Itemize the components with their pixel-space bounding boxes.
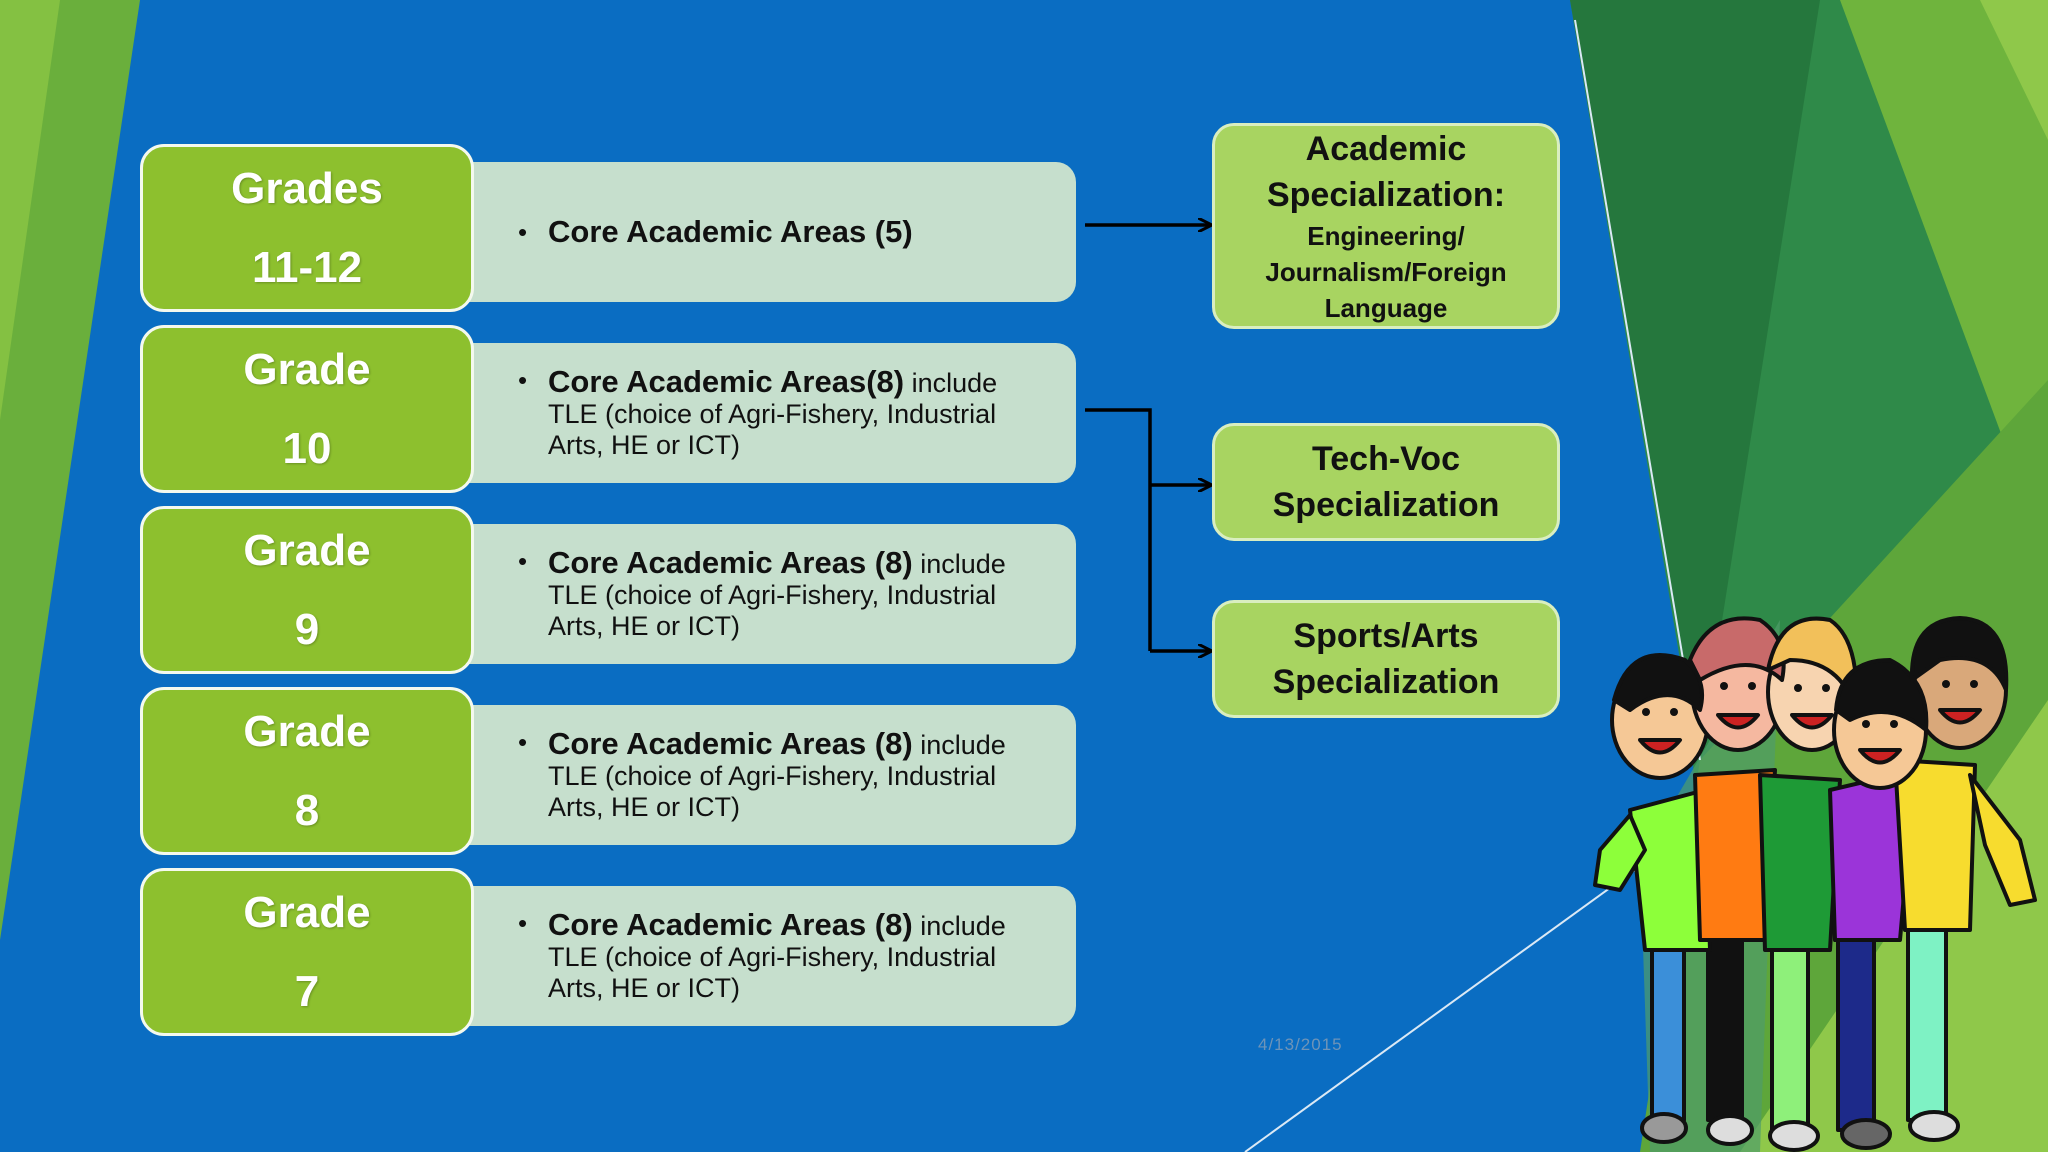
bullet-icon: •	[518, 365, 528, 395]
grade-number: 11-12	[251, 243, 363, 292]
sports-arts-specialization-box: Sports/Arts Specialization	[1212, 600, 1560, 718]
academic-sub-line2: Journalism/Foreign	[1265, 257, 1507, 287]
grade-number: 7	[294, 967, 320, 1016]
techvoc-line2: Specialization	[1272, 486, 1500, 524]
grade-8-description: • Core Academic Areas (8) include TLE (c…	[460, 705, 1076, 845]
description-bold: Core Academic Areas (8)	[548, 725, 913, 761]
description-text: Core Academic Areas(8) include TLE (choi…	[548, 366, 1036, 461]
group-of-cartoon-kids-icon	[1593, 616, 2037, 1152]
description-bold: Core Academic Areas (5)	[548, 213, 913, 249]
bullet-icon: •	[518, 727, 528, 757]
description-text: Core Academic Areas (8) include TLE (cho…	[548, 547, 1036, 642]
grade-10-box: Grade 10	[140, 325, 474, 493]
grades-11-12-box: Grades 11-12	[140, 144, 474, 312]
grade-label: Grade	[243, 707, 371, 756]
slide-date: 4/13/2015	[1258, 1035, 1343, 1054]
techvoc-line1: Tech-Voc	[1312, 440, 1460, 478]
description-bold: Core Academic Areas (8)	[548, 544, 913, 580]
grade-number: 8	[294, 786, 320, 835]
grade-9-description: • Core Academic Areas (8) include TLE (c…	[460, 524, 1076, 664]
grade-label: Grades	[231, 164, 383, 213]
description-bold: Core Academic Areas(8)	[548, 363, 905, 399]
description-rest: include TLE (choice of Agri-Fishery, Ind…	[548, 729, 1006, 822]
academic-specialization-box: Academic Specialization: Engineering/ Jo…	[1212, 123, 1560, 329]
grade-number: 9	[294, 605, 320, 654]
sports-line2: Specialization	[1272, 663, 1500, 701]
grade-label: Grade	[243, 888, 371, 937]
academic-title-line1: Academic	[1305, 130, 1467, 168]
techvoc-specialization-box: Tech-Voc Specialization	[1212, 423, 1560, 541]
grade-label: Grade	[243, 345, 371, 394]
description-text: Core Academic Areas (8) include TLE (cho…	[548, 909, 1036, 1004]
grade-10-description: • Core Academic Areas(8) include TLE (ch…	[460, 343, 1076, 483]
academic-title-line2: Specialization:	[1266, 176, 1506, 214]
bullet-icon: •	[518, 546, 528, 576]
bullet-icon: •	[518, 908, 528, 938]
grade-number: 10	[282, 424, 332, 473]
grades-11-12-description: • Core Academic Areas (5)	[460, 162, 1076, 302]
sports-line1: Sports/Arts	[1293, 617, 1479, 655]
bullet-icon: •	[518, 216, 528, 247]
description-rest: include TLE (choice of Agri-Fishery, Ind…	[548, 910, 1006, 1003]
grade-9-box: Grade 9	[140, 506, 474, 674]
academic-sub-line3: Language	[1324, 293, 1448, 323]
grade-label: Grade	[243, 526, 371, 575]
academic-sub-line1: Engineering/	[1307, 221, 1465, 251]
description-bold: Core Academic Areas (8)	[548, 906, 913, 942]
grade-8-box: Grade 8	[140, 687, 474, 855]
description-rest: include TLE (choice of Agri-Fishery, Ind…	[548, 367, 998, 460]
grade-7-description: • Core Academic Areas (8) include TLE (c…	[460, 886, 1076, 1026]
description-text: Core Academic Areas (5)	[548, 216, 913, 249]
description-text: Core Academic Areas (8) include TLE (cho…	[548, 728, 1036, 823]
description-rest: include TLE (choice of Agri-Fishery, Ind…	[548, 548, 1006, 641]
grade-7-box: Grade 7	[140, 868, 474, 1036]
